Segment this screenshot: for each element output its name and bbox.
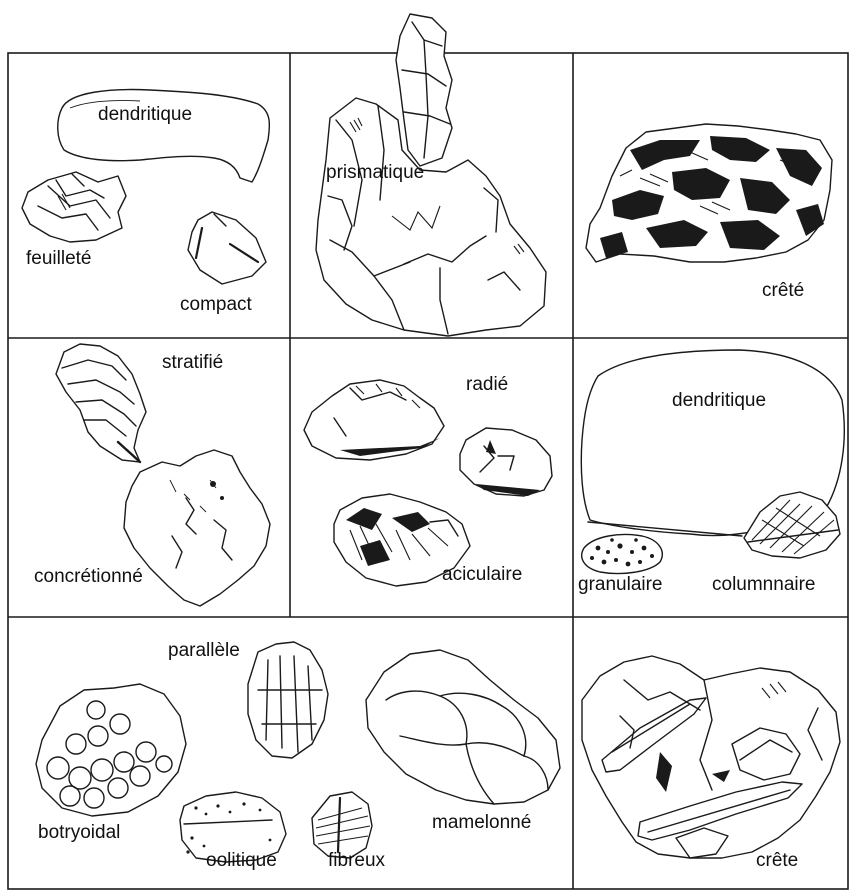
label-columnaire: columnnaire [712, 574, 816, 595]
label-granulaire: granulaire [578, 574, 663, 595]
panel-prismatique: prismatique [316, 14, 546, 336]
columnaire-specimen [744, 492, 840, 558]
panel-crete-1: crêté [586, 124, 832, 301]
label-fibreux: fibreux [328, 850, 386, 871]
fibreux-specimen [312, 792, 372, 858]
radie-specimen-2 [460, 428, 552, 496]
label-oolitique: oolitique [206, 850, 277, 871]
panel-dendritique-feuillete-compact: dendritique feuilleté compact [22, 90, 269, 315]
label-dendritique-1: dendritique [98, 104, 192, 125]
label-mamelonne: mamelonné [432, 812, 531, 833]
panel-crete-2: crête [582, 656, 840, 871]
granulaire-specimen [582, 535, 663, 574]
label-feuillete: feuilleté [26, 248, 92, 269]
feuillete-specimen [22, 172, 126, 242]
mamelonne-specimen [366, 650, 560, 804]
label-stratifie: stratifié [162, 352, 223, 373]
label-prismatique: prismatique [326, 162, 424, 183]
panel-parallele-botryoidal-oolitique-fibreux-mamelonne: parallèle botryoidal oolitique fibreux m… [36, 640, 560, 871]
label-radie: radié [466, 374, 508, 395]
concretionne-specimen [124, 450, 270, 606]
label-dendritique-2: dendritique [672, 390, 766, 411]
label-concretionne: concrétionné [34, 566, 143, 587]
parallele-specimen [248, 642, 328, 758]
panel-radie-aciculaire: radié aciculaire [304, 374, 552, 586]
label-crete-1: crêté [762, 280, 804, 301]
label-parallele: parallèle [168, 640, 240, 661]
label-crete-2: crête [756, 850, 798, 871]
label-compact: compact [180, 294, 253, 315]
compact-specimen [188, 212, 266, 284]
label-botryoidal: botryoidal [38, 822, 120, 843]
panel-stratifie-concretionne: stratifié concrétionné [34, 344, 270, 606]
radie-specimen-1 [304, 380, 444, 460]
panel-dendritique-granulaire-columnaire: dendritique granulaire columnnaire [578, 350, 844, 595]
botryoidal-specimen [36, 684, 186, 816]
label-aciculaire: aciculaire [442, 564, 522, 585]
